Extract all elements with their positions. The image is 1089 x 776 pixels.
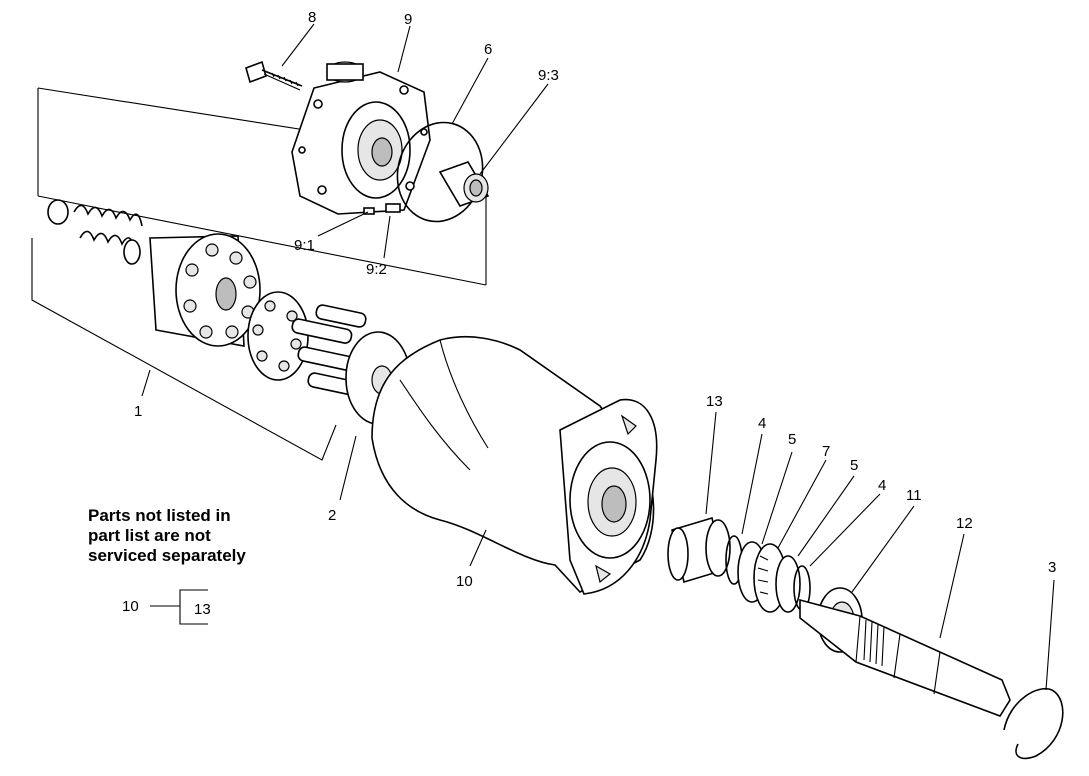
bushing-part-9-3 <box>438 161 490 207</box>
label-part-10: 10 <box>456 573 473 590</box>
label-part-9-1: 9:1 <box>294 237 315 254</box>
label-part-12: 12 <box>956 515 973 532</box>
label-part-7: 7 <box>822 443 830 460</box>
circlip-part-3 <box>1003 688 1064 760</box>
service-note-line-3: serviced separately <box>88 546 246 565</box>
label-part-4a: 4 <box>758 415 766 432</box>
cylinder-block-part-1 <box>47 199 261 347</box>
label-part-1: 1 <box>134 403 142 420</box>
legend-right-label: 13 <box>194 601 211 618</box>
leader-lines <box>141 23 1055 691</box>
label-part-13: 13 <box>706 393 723 410</box>
label-part-5a: 5 <box>788 431 796 448</box>
washer-part-5b <box>775 555 801 613</box>
housing-part-10 <box>371 335 658 595</box>
label-part-4b: 4 <box>878 477 886 494</box>
label-part-9-2: 9:2 <box>366 261 387 278</box>
assembly-frame-1 <box>31 238 337 461</box>
service-note-line-2: part list are not <box>88 526 211 545</box>
label-part-9: 9 <box>404 11 412 28</box>
label-part-5b: 5 <box>850 457 858 474</box>
shaft-part-12 <box>799 598 1011 717</box>
bolt-part-8 <box>245 60 303 91</box>
service-note: Parts not listed in part list are not se… <box>88 506 246 566</box>
legend-left-label: 10 <box>122 598 139 615</box>
label-part-6: 6 <box>484 41 492 58</box>
label-part-3: 3 <box>1048 559 1056 576</box>
pins-part-9-1-9-2 <box>363 203 401 215</box>
legend-bracket <box>150 589 208 625</box>
label-part-11: 11 <box>906 487 922 504</box>
bearing-part-13 <box>667 516 731 584</box>
end-cover-part-9 <box>291 61 431 215</box>
label-part-9-3: 9:3 <box>538 67 559 84</box>
label-part-2: 2 <box>328 507 336 524</box>
label-part-8: 8 <box>308 9 316 26</box>
service-note-line-1: Parts not listed in <box>88 506 231 525</box>
